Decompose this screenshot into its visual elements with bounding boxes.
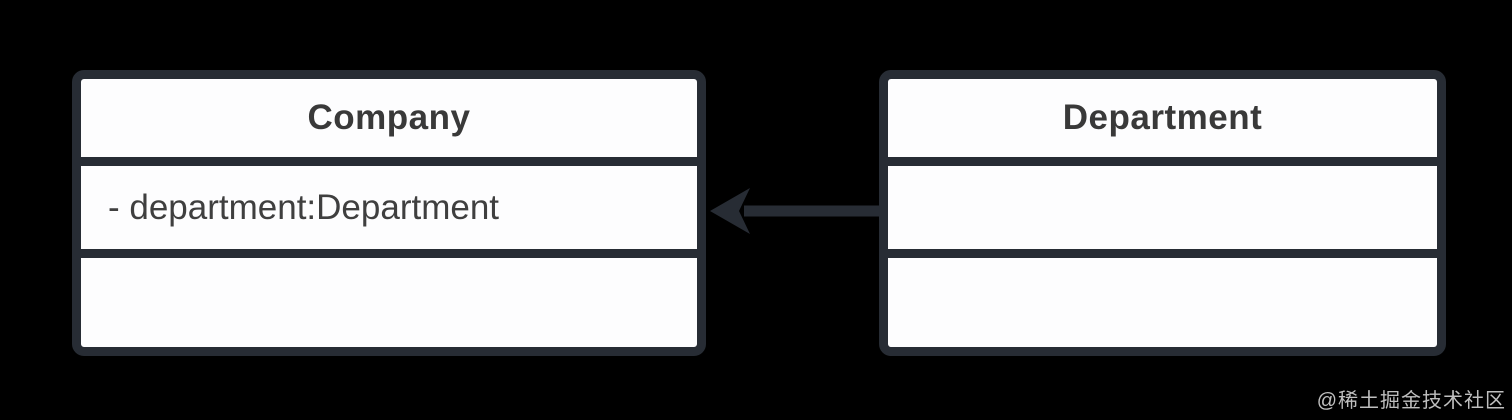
class-title-department: Department bbox=[1062, 98, 1263, 137]
watermark: @稀土掘金技术社区 bbox=[1316, 390, 1506, 412]
class-methods-company bbox=[81, 258, 697, 347]
class-fields-department bbox=[888, 157, 1437, 258]
field-department: - department:Department bbox=[108, 187, 500, 227]
class-fields-company: - department:Department bbox=[81, 157, 697, 258]
class-methods-department bbox=[888, 258, 1437, 347]
class-box-company: Company - department:Department bbox=[72, 70, 706, 356]
arrowhead-icon bbox=[710, 188, 750, 234]
class-box-department: Department bbox=[879, 70, 1446, 356]
class-title-company: Company bbox=[307, 98, 471, 137]
